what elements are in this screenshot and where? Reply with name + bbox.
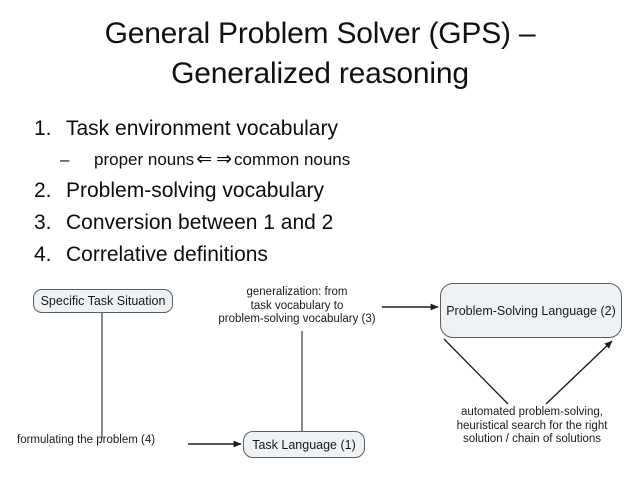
left-arrow-icon: ⇐ [196, 149, 213, 170]
caption-formulating-the-problem: formulating the problem (4) [17, 434, 156, 446]
page-title-line-2: Generalized reasoning [171, 57, 469, 90]
caption-generalization-line-2: task vocabulary to [250, 299, 344, 312]
list-item-label: Task environment vocabulary [66, 117, 338, 140]
node-task-language[interactable]: Task Language (1) [243, 431, 365, 458]
page-title: General Problem Solver (GPS) – Generaliz… [0, 14, 640, 94]
node-specific-task-situation[interactable]: Specific Task Situation [33, 289, 173, 313]
caption-generalization: generalization: from task vocabulary to … [199, 286, 395, 327]
caption-automated-line-3: solution / chain of solutions [462, 433, 602, 445]
caption-automated-line-2: heuristical search for the right [456, 419, 608, 432]
list-item-sub: – proper nouns⇐⇒common nouns [34, 145, 474, 175]
sub-text-after: common nouns [234, 150, 351, 169]
list-item-label: Conversion between 1 and 2 [66, 211, 334, 234]
sub-text-before: proper nouns [94, 150, 195, 169]
list-item-marker: – [60, 150, 70, 169]
list-item-marker: 4. [34, 243, 52, 266]
caption-generalization-line-1: generalization: from [246, 286, 348, 298]
caption-automated-line-1: automated problem-solving, [461, 406, 603, 418]
list-item-label: proper nouns⇐⇒common nouns [94, 145, 350, 175]
list-item-marker: 3. [34, 211, 52, 234]
caption-automated-problem-solving: automated problem-solving, heuristical s… [432, 406, 632, 447]
caption-generalization-line-3: problem-solving vocabulary (3) [218, 313, 376, 325]
node-label: Task Language (1) [252, 437, 356, 452]
connector-psl-to-automated [443, 338, 509, 405]
list-item-label: Correlative definitions [66, 243, 268, 266]
list-item: 4. Correlative definitions [34, 239, 474, 271]
list-item-label: Problem-solving vocabulary [66, 179, 324, 202]
node-problem-solving-language[interactable]: Problem-Solving Language (2) [440, 283, 622, 338]
list-item-marker: 1. [34, 117, 52, 140]
page-title-line-1: General Problem Solver (GPS) – [104, 17, 536, 50]
list-item-marker: 2. [34, 179, 52, 202]
list-item: 3. Conversion between 1 and 2 [34, 207, 474, 239]
node-label: Specific Task Situation [40, 294, 166, 308]
node-label: Problem-Solving Language (2) [446, 303, 616, 318]
list-item: 1. Task environment vocabulary [34, 113, 474, 145]
right-arrow-icon: ⇒ [216, 149, 233, 170]
outline-list: 1. Task environment vocabulary – proper … [34, 113, 474, 271]
list-item: 2. Problem-solving vocabulary [34, 175, 474, 207]
connector-automated-to-psl [545, 340, 613, 405]
